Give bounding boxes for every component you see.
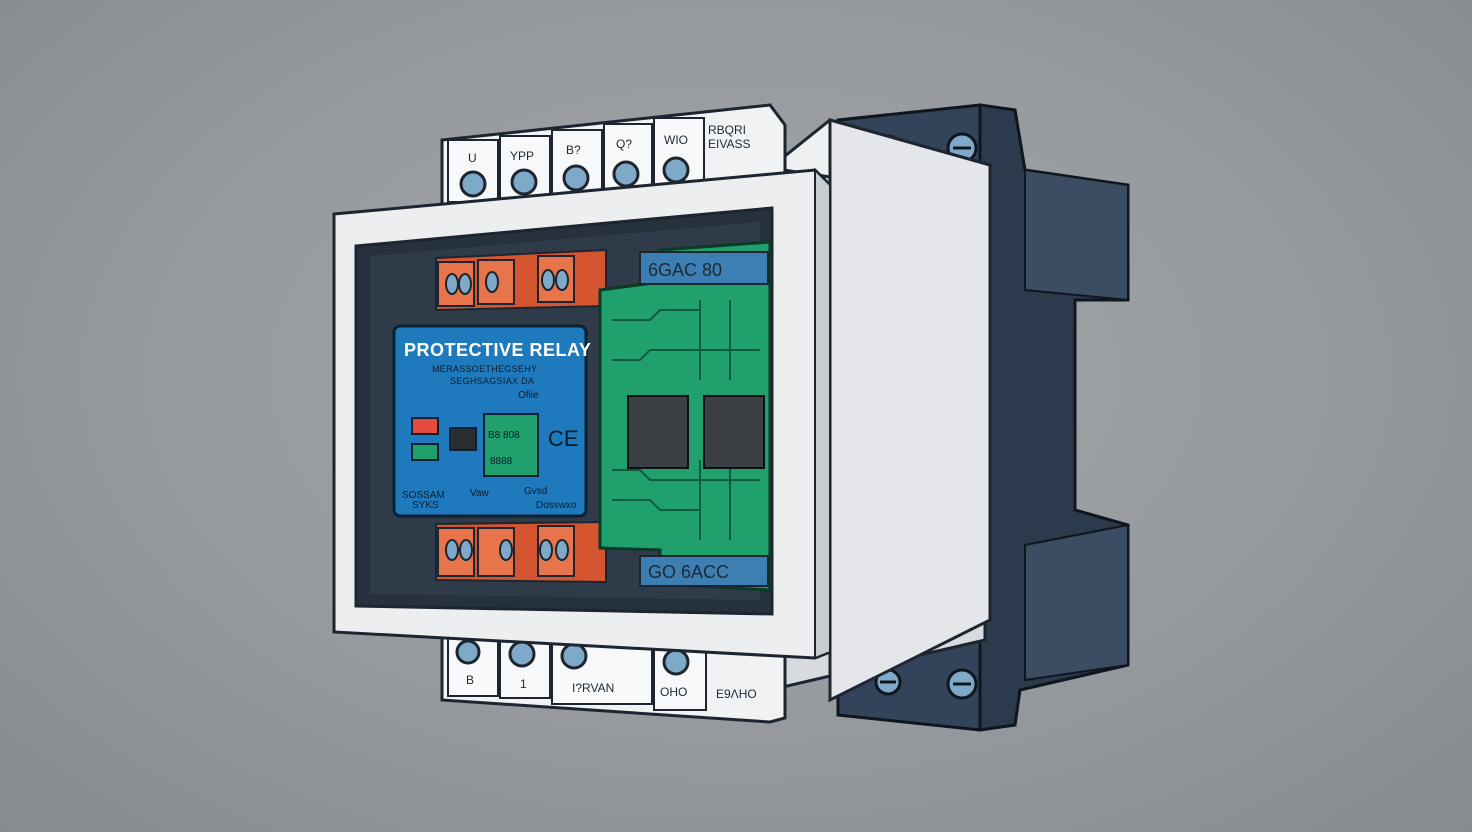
- terminal-label: B?: [566, 143, 581, 157]
- nameplate-bottom-left-2: SYKS: [412, 500, 439, 511]
- bottom-terminal-strip: B 1 I?RVAN OHO E9ΛHO: [440, 630, 787, 724]
- terminal-label: OHO: [660, 685, 687, 699]
- clip-screw-icon: [946, 668, 978, 700]
- red-indicator-icon: [411, 417, 439, 435]
- ic-chip: [703, 395, 765, 469]
- terminal-screw-icon: [560, 642, 588, 670]
- nameplate: PROTECTIVE RELAY MERASSOETHEGSEHY SEGHSA…: [392, 324, 591, 518]
- pcb-connector-top: 6GAC 80: [639, 251, 769, 285]
- pcb-board: 6GAC 80 GO 6ACC: [598, 240, 772, 592]
- chip-icon: [449, 427, 477, 451]
- terminal-screw-icon: [510, 168, 538, 196]
- display-module: B8 808 8888: [483, 413, 539, 477]
- terminal-screw-icon: [459, 170, 487, 198]
- terminal-label: YPP: [510, 149, 534, 163]
- terminal-label: 1: [520, 677, 527, 691]
- terminal-screw-icon: [662, 648, 690, 676]
- nameplate-status-label: Ofiie: [518, 390, 539, 401]
- nameplate-title: PROTECTIVE RELAY: [404, 340, 591, 360]
- nameplate-bottom-right-1: Gvsd: [524, 486, 547, 497]
- terminal-label: WIO: [664, 133, 688, 147]
- display-bottom: 8888: [490, 456, 513, 467]
- top-terminal-3: B?: [551, 129, 603, 203]
- nameplate-bottom-left-1: SOSSAM: [402, 490, 445, 501]
- connector-label: GO 6ACC: [648, 562, 729, 582]
- nameplate-line2: SEGHSAGSIAX DA: [450, 376, 534, 386]
- ce-mark: CE: [548, 426, 579, 451]
- relay-blocks-top: [435, 248, 607, 312]
- terminal-label: E9ΛHO: [716, 687, 757, 701]
- terminal-screw-icon: [455, 639, 481, 665]
- relay-blocks-bottom: [435, 520, 607, 584]
- connector-label: 6GAC 80: [648, 260, 722, 280]
- nameplate-bottom-mid: Vaw: [470, 488, 489, 499]
- terminal-label: EIVASS: [708, 137, 750, 151]
- bottom-terminal-2: 1: [499, 635, 551, 699]
- terminal-screw-icon: [662, 156, 690, 184]
- nameplate-bottom-right-2: Dosswxo: [536, 500, 577, 511]
- terminal-label: Q?: [616, 137, 632, 151]
- nameplate-line1: MERASSOETHEGSEHY: [432, 364, 537, 374]
- terminal-label: B: [466, 673, 474, 687]
- terminal-label: U: [468, 151, 477, 165]
- bottom-terminal-1: B: [447, 635, 499, 697]
- pcb-connector-bottom: GO 6ACC: [639, 555, 769, 587]
- terminal-screw-icon: [612, 160, 640, 188]
- ic-chip: [627, 395, 689, 469]
- terminal-screw-icon: [508, 640, 536, 668]
- display-top: B8 808: [488, 430, 520, 441]
- terminal-label: I?RVAN: [572, 681, 614, 695]
- top-terminal-2: YPP: [499, 135, 551, 203]
- top-terminal-1: U: [447, 139, 499, 203]
- green-indicator-icon: [411, 443, 439, 461]
- terminal-label: RBQRI: [708, 123, 746, 137]
- terminal-screw-icon: [562, 164, 590, 192]
